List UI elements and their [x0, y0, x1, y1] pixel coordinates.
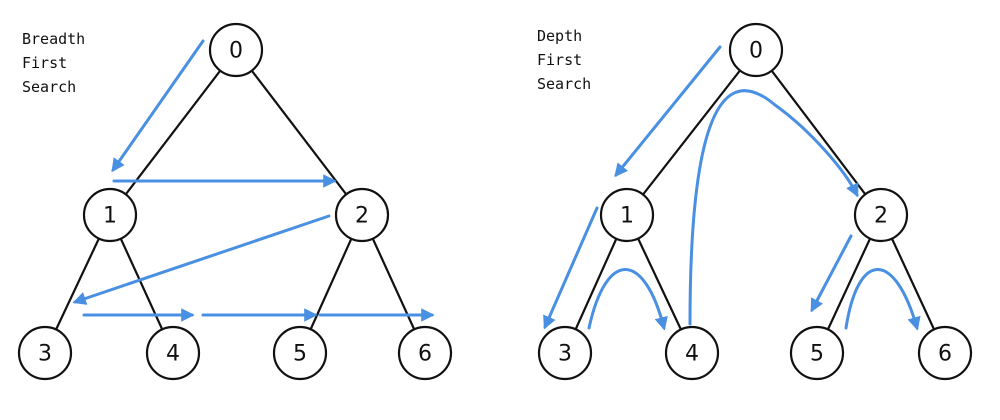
- dfs-node-6-circle: [917, 325, 973, 381]
- dfs-title: Depth First Search: [537, 24, 591, 96]
- dfs-node-5: 5: [789, 325, 845, 381]
- dfs-node-3: 3: [537, 325, 593, 381]
- bfs-node-1-label: 1: [103, 204, 117, 229]
- bfs-title-line-1: Breadth: [22, 30, 86, 48]
- bfs-node-1-circle: [82, 187, 138, 243]
- bfs-node-4: 4: [145, 325, 201, 381]
- dfs-tree: 0 1 2 3 4 5 6: [537, 22, 973, 381]
- dfs-node-0-label: 0: [749, 39, 763, 64]
- bfs-title-line-2: First: [22, 54, 68, 72]
- dfs-node-2-circle: [853, 187, 909, 243]
- bfs-node-2: 2: [334, 187, 390, 243]
- bfs-node-2-circle: [334, 187, 390, 243]
- bfs-node-0-label: 0: [229, 39, 243, 64]
- bfs-node-4-label: 4: [166, 342, 180, 367]
- bfs-node-5-circle: [272, 325, 328, 381]
- bfs-node-2-label: 2: [355, 204, 369, 229]
- dfs-node-6: 6: [917, 325, 973, 381]
- bfs-node-6: 6: [397, 325, 453, 381]
- dfs-node-3-label: 3: [558, 342, 572, 367]
- dfs-edge-0-1: [626, 49, 757, 216]
- dfs-node-2-label: 2: [874, 204, 888, 229]
- dfs-traversal-arrow-5: [810, 234, 853, 313]
- bfs-node-4-circle: [145, 325, 201, 381]
- dfs-traversal-arrow-4: [688, 89, 859, 326]
- dfs-node-4-label: 4: [685, 342, 699, 367]
- bfs-traversal-arrow-1: [111, 39, 205, 173]
- bfs-tree: 0 1 2 3 4 5 6: [17, 22, 453, 381]
- dfs-title-line-1: Depth: [537, 27, 583, 45]
- dfs-title-line-3: Search: [537, 75, 592, 93]
- dfs-node-0: 0: [728, 22, 784, 78]
- bfs-title: Breadth First Search: [22, 27, 85, 99]
- bfs-node-5: 5: [272, 325, 328, 381]
- bfs-node-0-circle: [208, 22, 264, 78]
- bfs-node-6-circle: [397, 325, 453, 381]
- dfs-node-2: 2: [853, 187, 909, 243]
- dfs-node-0-circle: [728, 22, 784, 78]
- dfs-traversal-arrow-6: [844, 268, 921, 331]
- dfs-node-1-circle: [599, 187, 655, 243]
- dfs-node-4: 4: [664, 325, 720, 381]
- bfs-node-1: 1: [82, 187, 138, 243]
- dfs-node-3-circle: [537, 325, 593, 381]
- bfs-node-6-label: 6: [418, 342, 432, 367]
- dfs-title-line-2: First: [537, 51, 583, 69]
- dfs-traversal-arrow-1: [614, 45, 722, 178]
- dfs-node-4-circle: [664, 325, 720, 381]
- dfs-node-5-circle: [789, 325, 845, 381]
- dfs-node-1-label: 1: [620, 204, 634, 229]
- bfs-node-0: 0: [208, 22, 264, 78]
- dfs-node-6-label: 6: [938, 342, 952, 367]
- bfs-node-3: 3: [17, 325, 73, 381]
- bfs-traversal-arrow-3: [72, 214, 331, 305]
- dfs-edge-0-2: [755, 49, 882, 216]
- dfs-node-5-label: 5: [810, 342, 824, 367]
- dfs-traversal-arrow-3: [587, 268, 668, 331]
- bfs-node-3-label: 3: [38, 342, 52, 367]
- bfs-title-line-3: Search: [22, 78, 77, 96]
- bfs-node-3-circle: [17, 325, 73, 381]
- bfs-edge-0-2: [235, 49, 363, 216]
- bfs-edge-0-1: [109, 49, 237, 216]
- dfs-traversal-arrow-2: [543, 206, 599, 330]
- dfs-node-1: 1: [599, 187, 655, 243]
- bfs-node-5-label: 5: [293, 342, 307, 367]
